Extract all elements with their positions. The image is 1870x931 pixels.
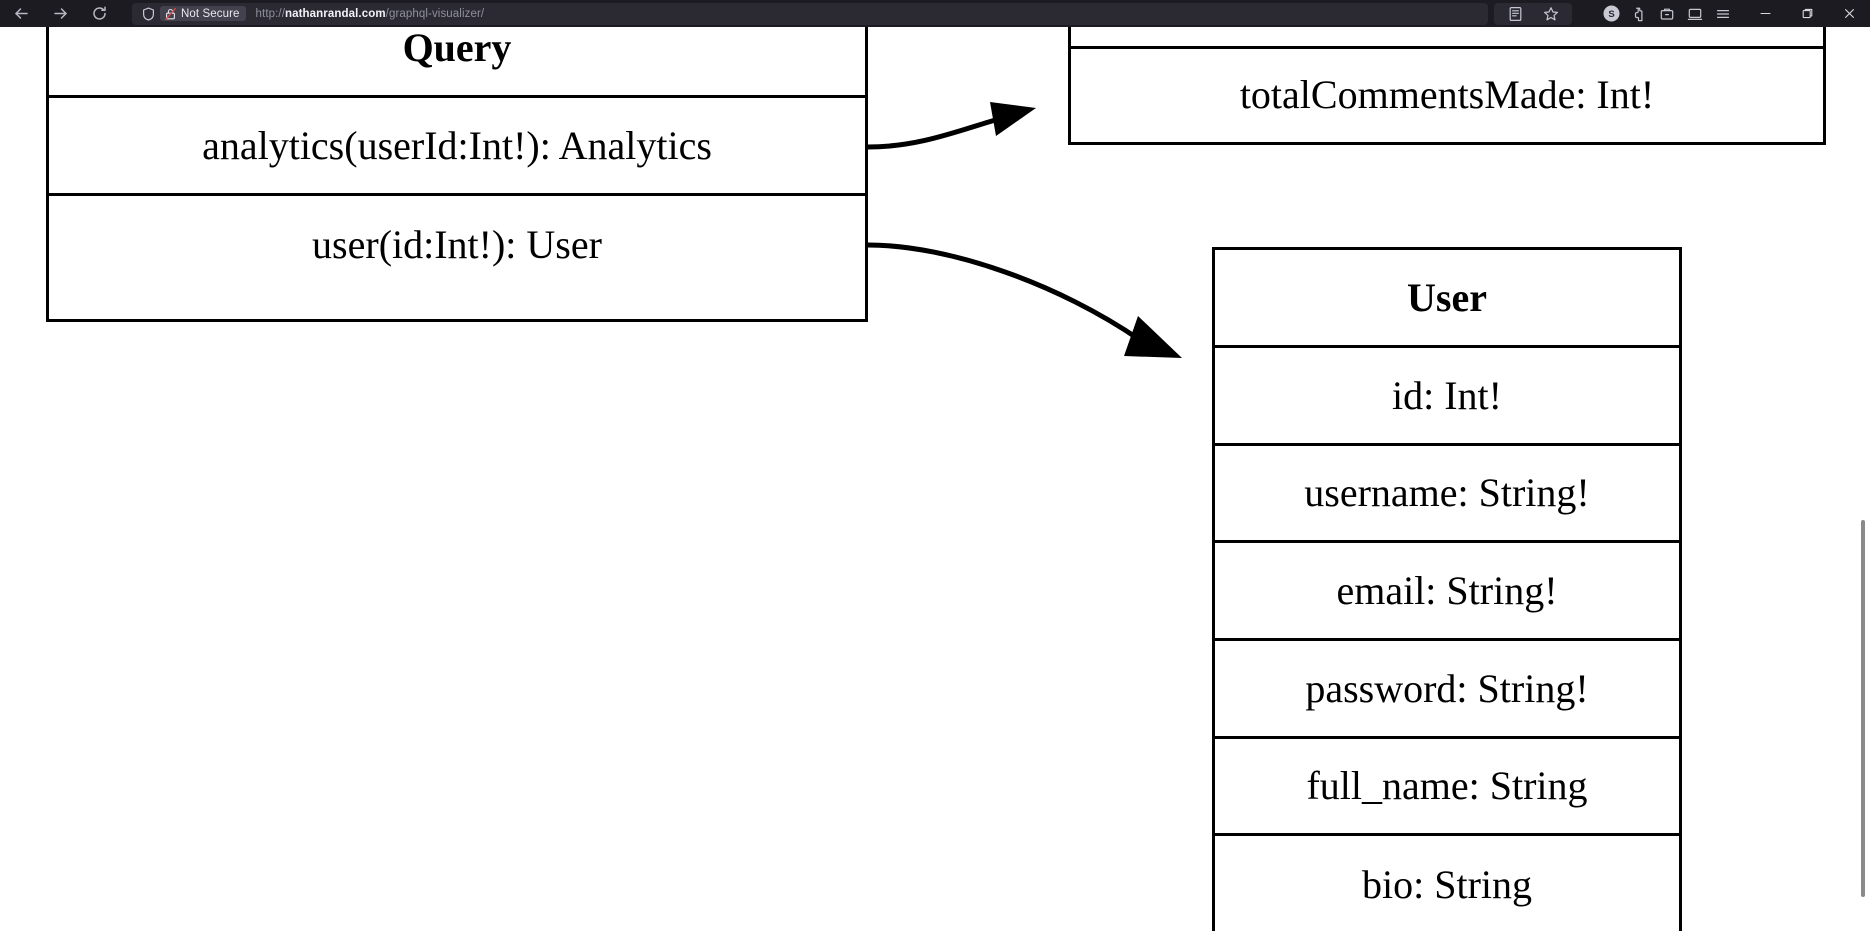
toolbox-icon[interactable] — [1654, 3, 1680, 25]
node-query-field-analytics[interactable]: analytics(userId:Int!): Analytics — [49, 98, 865, 196]
navigation-buttons — [0, 3, 110, 25]
forward-icon[interactable] — [49, 3, 71, 25]
node-user-field-bio[interactable]: bio: String — [1361, 862, 1533, 907]
node-user-field-password[interactable]: password: String! — [1215, 641, 1679, 739]
edge-query-user — [867, 242, 1182, 358]
lock-slashed-icon — [164, 7, 177, 20]
back-icon[interactable] — [10, 3, 32, 25]
node-user-field-id[interactable]: id: Int! — [1215, 348, 1679, 446]
edge-query-analytics — [867, 102, 1036, 150]
graphql-schema-graph[interactable]: Query analytics(userId:Int!): Analytics … — [0, 27, 1870, 931]
reader-view-icon[interactable] — [1502, 3, 1528, 25]
node-user-field-full-name[interactable]: full_name: String — [1215, 739, 1679, 836]
node-user-title: User — [1215, 250, 1679, 348]
node-query-field-user[interactable]: user(id:Int!): User — [312, 222, 602, 267]
bookmark-star-icon[interactable] — [1538, 3, 1564, 25]
node-user-field-username[interactable]: username: String! — [1215, 446, 1679, 543]
extension-puzzle-icon[interactable] — [1626, 3, 1652, 25]
shield-icon[interactable] — [138, 5, 158, 23]
toolbar-right: S — [1494, 0, 1870, 27]
extension-buttons: S — [1598, 3, 1736, 25]
hamburger-menu-icon[interactable] — [1710, 3, 1736, 25]
vertical-scrollbar[interactable] — [1856, 27, 1870, 931]
node-query-title: Query — [49, 27, 865, 98]
page-action-buttons — [1494, 2, 1572, 25]
url-path: /graphql-visualizer/ — [385, 7, 485, 20]
close-button[interactable] — [1828, 0, 1870, 27]
node-analytics-title — [1071, 27, 1823, 49]
not-secure-badge[interactable]: Not Secure — [160, 6, 246, 21]
svg-text:S: S — [1608, 9, 1614, 20]
minimize-button[interactable] — [1744, 0, 1786, 27]
node-user-field-email[interactable]: email: String! — [1215, 543, 1679, 641]
node-user[interactable]: User id: Int! username: String! email: S… — [1212, 247, 1682, 931]
url-text[interactable]: http://nathanrandal.com/graphql-visualiz… — [256, 8, 485, 20]
browser-toolbar: Not Secure http://nathanrandal.com/graph… — [0, 0, 1870, 27]
not-secure-label: Not Secure — [181, 7, 240, 20]
browser-window-icon[interactable] — [1682, 3, 1708, 25]
url-scheme: http:// — [255, 7, 285, 20]
node-query[interactable]: Query analytics(userId:Int!): Analytics … — [46, 27, 868, 322]
window-controls — [1744, 0, 1870, 27]
vertical-scrollbar-thumb[interactable] — [1861, 520, 1865, 897]
address-bar[interactable]: Not Secure http://nathanrandal.com/graph… — [132, 2, 1488, 25]
node-analytics-field-totalcommentsmade[interactable]: totalCommentsMade: Int! — [1239, 72, 1655, 118]
maximize-button[interactable] — [1786, 0, 1828, 27]
node-analytics[interactable]: totalCommentsMade: Int! — [1068, 27, 1826, 145]
account-avatar[interactable]: S — [1598, 3, 1624, 25]
url-host: nathanrandal.com — [285, 7, 386, 20]
reload-icon[interactable] — [88, 3, 110, 25]
